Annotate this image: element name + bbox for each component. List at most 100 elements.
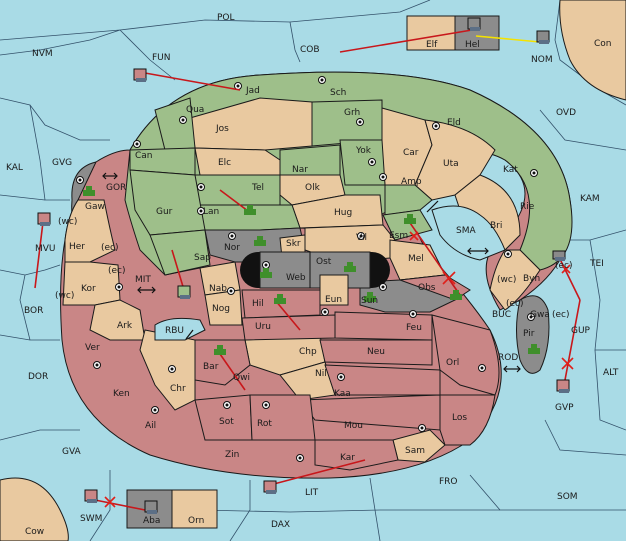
supply-center bbox=[357, 232, 365, 240]
supply-center bbox=[133, 140, 141, 148]
sea-tei: TEI bbox=[589, 259, 604, 269]
tank-icon bbox=[214, 345, 226, 355]
supply-center bbox=[530, 169, 538, 177]
province-los[interactable] bbox=[439, 394, 496, 446]
supply-center bbox=[228, 232, 236, 240]
land-nor: Nor bbox=[224, 243, 240, 253]
lake-sma bbox=[431, 205, 506, 261]
land-nar: Nar bbox=[292, 165, 308, 175]
supply-center bbox=[321, 308, 329, 316]
sea-rbu: RBU bbox=[165, 326, 184, 336]
sea-bor: BOR bbox=[24, 306, 43, 316]
fleet-icon bbox=[144, 500, 158, 514]
supply-center bbox=[76, 176, 84, 184]
province-grh[interactable] bbox=[311, 99, 383, 147]
province-pir[interactable] bbox=[516, 295, 550, 374]
province-elc[interactable] bbox=[194, 147, 281, 176]
province-nar[interactable] bbox=[279, 144, 341, 176]
coast-tag: (ec) bbox=[101, 243, 119, 253]
province-elf[interactable] bbox=[406, 15, 456, 51]
land-gaw: Gaw bbox=[85, 202, 105, 212]
land-uta: Uta bbox=[443, 159, 459, 169]
coast-tag: (wc) bbox=[55, 291, 74, 301]
province-amp[interactable] bbox=[384, 184, 433, 216]
supply-center bbox=[409, 310, 417, 318]
land-elc: Elc bbox=[218, 158, 231, 168]
land-sap: Sap bbox=[194, 253, 211, 263]
tank-icon bbox=[254, 236, 266, 246]
province-rot[interactable] bbox=[249, 394, 316, 441]
land-kaa: Kaa bbox=[334, 389, 351, 399]
province-neu[interactable] bbox=[319, 339, 433, 366]
land-qwi: Qwi bbox=[233, 373, 250, 383]
sea-labels: POL NVM FUN COB NOM Con OVD KAL GVG GOR … bbox=[6, 13, 619, 537]
sea-nom: NOM bbox=[531, 55, 553, 65]
tank-icon bbox=[344, 262, 356, 272]
sea-ovd: OVD bbox=[556, 108, 576, 118]
land-orl: Orl bbox=[446, 358, 459, 368]
sea-nvm: NVM bbox=[32, 49, 53, 59]
sea-gvg: GVG bbox=[52, 158, 72, 168]
land-grh: Grh bbox=[344, 108, 360, 118]
units[interactable] bbox=[37, 17, 570, 514]
supply-center bbox=[318, 76, 326, 84]
province-kar[interactable] bbox=[314, 439, 399, 471]
tank-icon bbox=[450, 290, 462, 300]
land-feu: Feu bbox=[406, 323, 422, 333]
land-nil: Nil bbox=[315, 369, 327, 379]
land-can: Can bbox=[135, 151, 153, 161]
land-neu: Neu bbox=[367, 347, 385, 357]
land-gwa: Gwa bbox=[530, 310, 550, 320]
lake-rbu bbox=[154, 317, 206, 341]
tank-icon bbox=[274, 294, 286, 304]
province-cow[interactable] bbox=[0, 477, 69, 541]
supply-center bbox=[296, 454, 304, 462]
land-jad: Jad bbox=[245, 86, 260, 96]
land-nog: Nog bbox=[212, 304, 230, 314]
land-vil: Vil bbox=[356, 233, 367, 243]
tank-icon bbox=[364, 292, 376, 302]
sea-rod: ROD bbox=[498, 353, 518, 363]
supply-center bbox=[368, 158, 376, 166]
supply-center bbox=[527, 313, 535, 321]
land-ost: Ost bbox=[316, 257, 332, 267]
land-olk: Olk bbox=[305, 183, 321, 193]
supply-center bbox=[197, 207, 205, 215]
land-obs: Obs bbox=[418, 283, 436, 293]
supply-center bbox=[227, 287, 235, 295]
sea-con: Con bbox=[594, 39, 612, 49]
province-con[interactable] bbox=[559, 0, 626, 101]
province-bar[interactable] bbox=[194, 339, 251, 386]
land-car: Car bbox=[403, 148, 419, 158]
supply-center bbox=[418, 424, 426, 432]
land-mel: Mel bbox=[408, 254, 424, 264]
land-zin: Zin bbox=[225, 450, 239, 460]
tank-icon bbox=[528, 344, 540, 354]
land-orn: Orn bbox=[188, 516, 204, 526]
sea-som: SOM bbox=[557, 492, 578, 502]
fleet-icon bbox=[467, 17, 481, 31]
province-sap[interactable] bbox=[149, 229, 211, 276]
land-rie: Rie bbox=[520, 202, 535, 212]
province-orl[interactable] bbox=[431, 314, 500, 396]
land-pir: Pir bbox=[523, 329, 535, 339]
orders bbox=[34, 29, 581, 511]
land-labels: Jad Sch Qua Jos Grh Eld Can Elc Nar Yok … bbox=[69, 40, 550, 526]
land-ver: Ver bbox=[85, 343, 100, 353]
land-ken: Ken bbox=[113, 389, 130, 399]
province-her[interactable] bbox=[64, 199, 116, 263]
land-sch: Sch bbox=[330, 88, 346, 98]
province-tel[interactable] bbox=[194, 174, 281, 206]
province-orn[interactable] bbox=[171, 489, 218, 529]
land-kat: Kat bbox=[503, 165, 518, 175]
sea-cob: COB bbox=[300, 45, 320, 55]
supply-center bbox=[478, 364, 486, 372]
province-eun[interactable] bbox=[319, 274, 349, 306]
sea-gup: GUP bbox=[571, 326, 591, 336]
province-byn[interactable] bbox=[489, 249, 541, 311]
province-esm[interactable] bbox=[382, 209, 433, 241]
land-nab: Nab bbox=[209, 284, 227, 294]
land-esm: Esm bbox=[389, 231, 408, 241]
